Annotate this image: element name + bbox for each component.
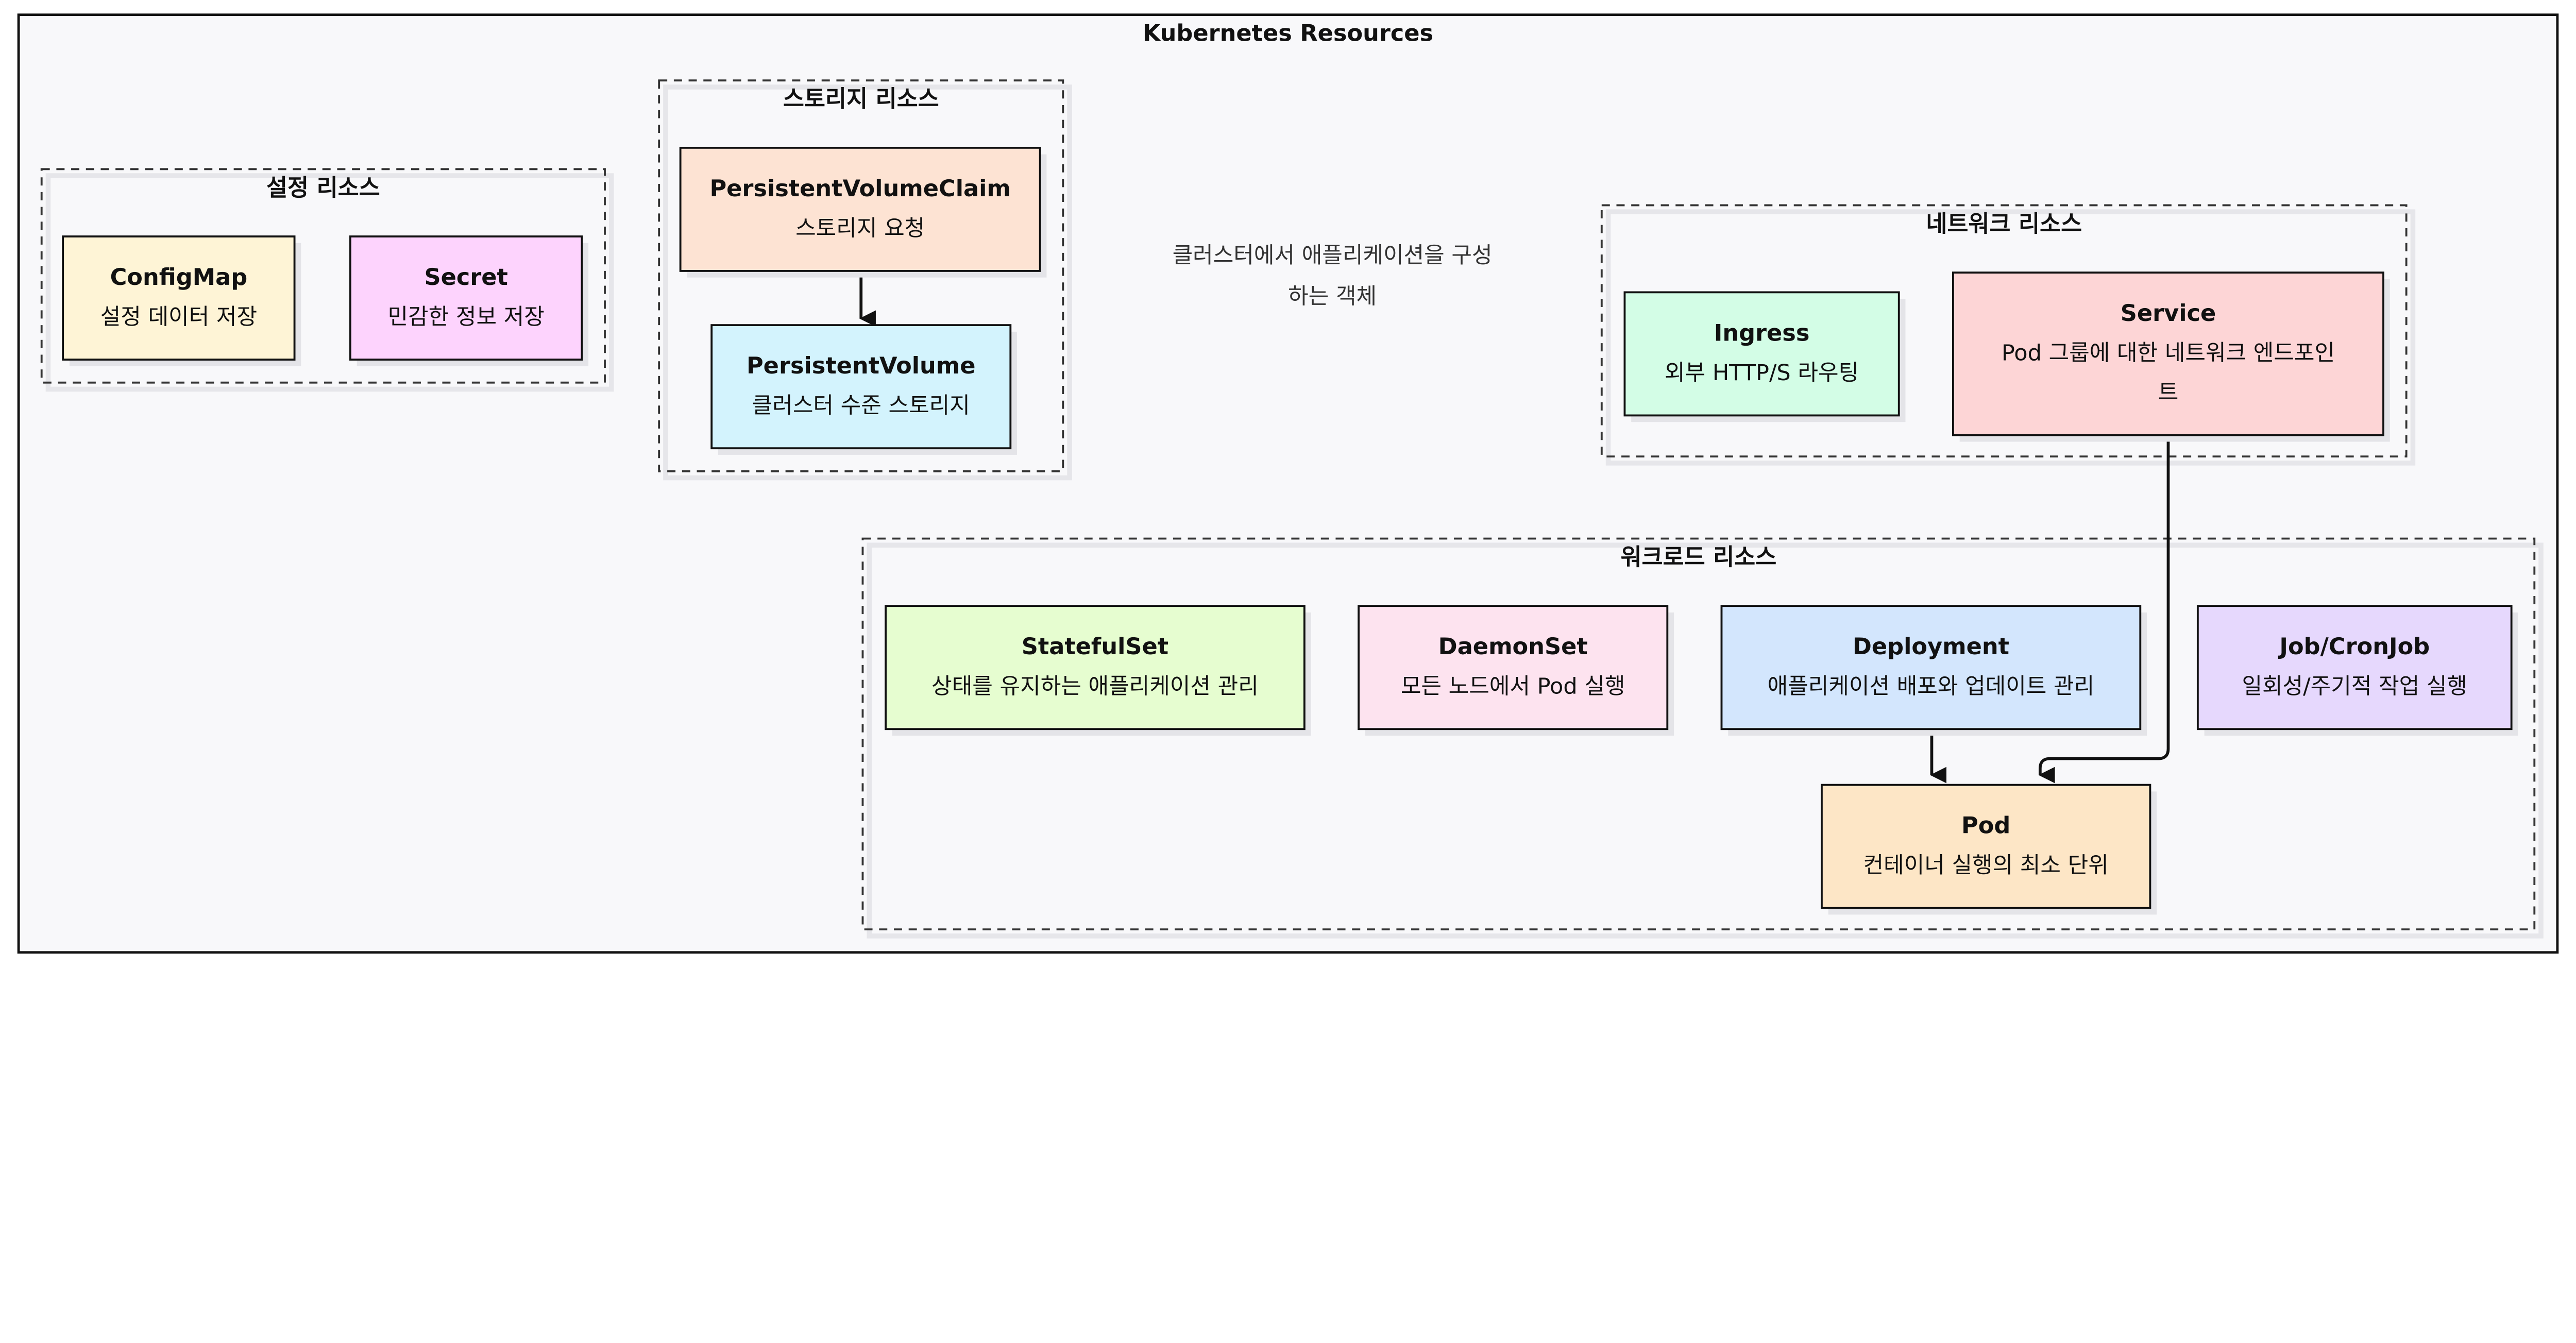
node-box: [1821, 784, 2151, 909]
note-line-2: 하는 객체: [1288, 284, 1377, 310]
node-statefulset[interactable]: StatefulSet 상태를 유지하는 애플리케이션 관리: [885, 605, 1311, 736]
node-pvc[interactable]: PersistentVolumeClaim 스토리지 요청: [679, 146, 1047, 278]
group-title: 설정 리소스: [266, 174, 380, 201]
group-border: [658, 79, 1064, 472]
node-secret[interactable]: Secret 민감한 정보 저장: [349, 235, 589, 366]
node-description: 일회성/주기적 작업 실행: [2242, 674, 2467, 700]
node-box: [710, 324, 1012, 450]
node-title: Job/CronJob: [2278, 633, 2430, 660]
group-border: [1600, 204, 2408, 458]
group-shadow: [1605, 209, 2416, 466]
node-title: Service: [2121, 300, 2216, 327]
group-config: 설정 리소스: [40, 168, 614, 392]
node-description: 트: [2158, 380, 2179, 405]
node-box: [62, 235, 296, 361]
group-title: 네트워크 리소스: [1926, 210, 2082, 237]
node-box: [1952, 271, 2384, 436]
node-configmap[interactable]: ConfigMap 설정 데이터 저장: [62, 235, 301, 366]
group-title: 스토리지 리소스: [783, 86, 939, 112]
kubernetes-resources-diagram: Kubernetes Resources 클러스터에서 애플리케이션을 구성 하…: [17, 13, 2559, 954]
group-storage: 스토리지 리소스: [658, 79, 1072, 481]
node-box: [1623, 291, 1900, 417]
node-title: Deployment: [1853, 633, 2009, 660]
node-daemonset[interactable]: DaemonSet 모든 노드에서 Pod 실행: [1358, 605, 1674, 736]
group-shadow: [663, 84, 1072, 481]
node-description: 모든 노드에서 Pod 실행: [1401, 674, 1625, 700]
group-network: 네트워크 리소스: [1600, 204, 2416, 466]
node-title: Ingress: [1714, 319, 1810, 346]
node-description: 클러스터 수준 스토리지: [752, 393, 970, 419]
node-deployment[interactable]: Deployment 애플리케이션 배포와 업데이트 관리: [1720, 605, 2147, 736]
group-shadow: [867, 542, 2544, 939]
group-workload: 워크로드 리소스: [861, 537, 2544, 939]
node-title: DaemonSet: [1438, 633, 1588, 660]
node-box: [1358, 605, 1669, 730]
node-description: 애플리케이션 배포와 업데이트 관리: [1768, 674, 2095, 700]
node-box: [1720, 605, 2142, 730]
edge-service-to-pod: [2038, 435, 2170, 784]
diagram-title: Kubernetes Resources: [1143, 20, 1433, 47]
node-title: StatefulSet: [1022, 633, 1168, 660]
node-description: 외부 HTTP/S 라우팅: [1665, 360, 1859, 386]
node-job[interactable]: Job/CronJob 일회성/주기적 작업 실행: [2196, 605, 2518, 736]
outer-frame: [17, 13, 2559, 954]
node-box: [679, 146, 1041, 272]
node-box: [885, 605, 1306, 730]
node-pod[interactable]: Pod 컨테이너 실행의 최소 단위: [1821, 784, 2157, 915]
group-border: [861, 537, 2536, 931]
group-title: 워크로드 리소스: [1620, 543, 1776, 570]
node-box: [349, 235, 583, 361]
node-title: PersistentVolume: [747, 352, 976, 379]
node-description: 스토리지 요청: [795, 215, 925, 241]
nodes-layer: ConfigMap 설정 데이터 저장 Secret 민감한 정보 저장 Persist…: [62, 146, 2518, 915]
node-pv[interactable]: PersistentVolume 클러스터 수준 스토리지: [710, 324, 1018, 455]
node-description: Pod 그룹에 대한 네트워크 엔드포인: [2002, 341, 2335, 366]
node-title: ConfigMap: [110, 264, 248, 291]
group-border: [40, 168, 606, 384]
edges-layer: [859, 270, 2170, 784]
node-description: 상태를 유지하는 애플리케이션 관리: [931, 674, 1259, 700]
note-line-1: 클러스터에서 애플리케이션을 구성: [1173, 243, 1493, 268]
node-title: Secret: [424, 264, 507, 291]
node-description: 설정 데이터 저장: [100, 304, 257, 330]
node-box: [2196, 605, 2513, 730]
node-description: 컨테이너 실행의 최소 단위: [1863, 853, 2109, 878]
node-title: PersistentVolumeClaim: [709, 175, 1010, 202]
node-description: 민감한 정보 저장: [387, 304, 544, 330]
node-ingress[interactable]: Ingress 외부 HTTP/S 라우팅: [1623, 291, 1906, 422]
node-title: Pod: [1961, 812, 2010, 839]
group-shadow: [45, 173, 614, 392]
